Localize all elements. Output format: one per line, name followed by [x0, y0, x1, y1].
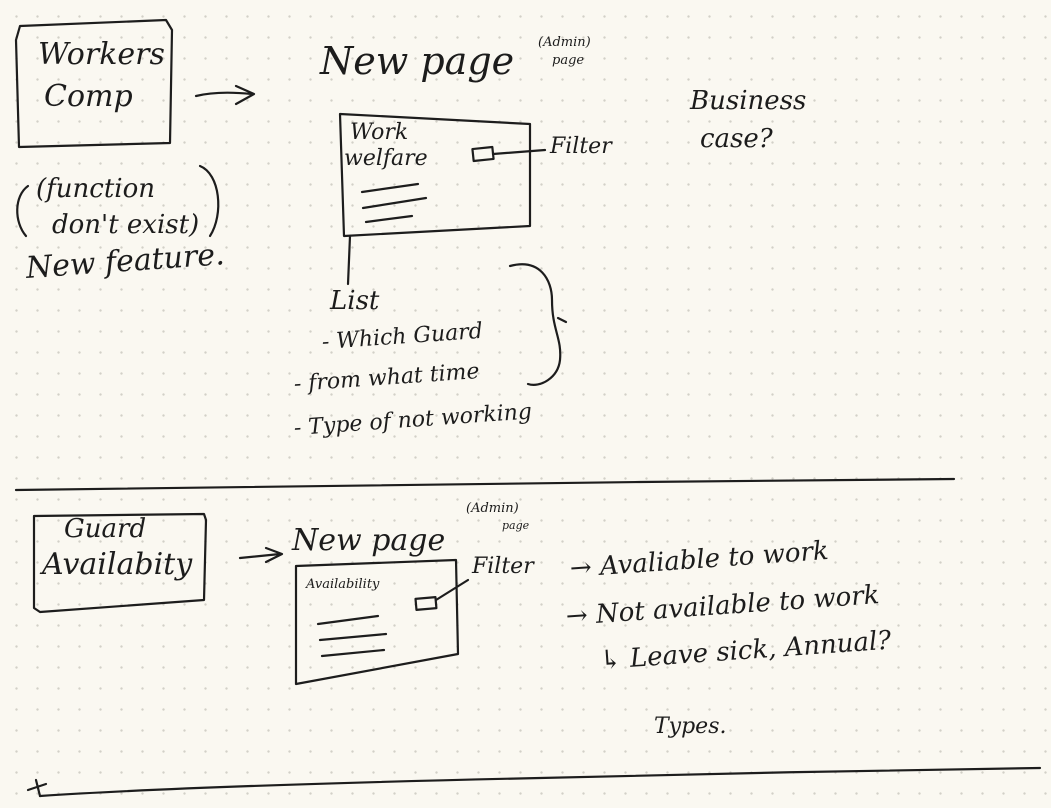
bottom-divider	[38, 766, 1042, 798]
guard-label-1: Guard	[64, 514, 147, 544]
business-case-line-1: Business	[690, 86, 807, 116]
work-welfare-card	[338, 112, 532, 238]
section1-heading-note-2: page	[552, 53, 585, 68]
note-paren-line-2: don't exist)	[52, 210, 200, 240]
filter-leader-2	[434, 578, 470, 602]
filter-label-2: Filter	[472, 554, 534, 579]
section1-heading-note-1: (Admin)	[538, 35, 591, 50]
bracket-tick	[556, 316, 568, 324]
mock-title-line-2: welfare	[344, 146, 428, 171]
business-case-line-2: case?	[700, 124, 773, 154]
list-leader	[346, 234, 352, 286]
section2-heading-note-1: (Admin)	[466, 501, 519, 516]
workers-comp-box	[14, 18, 174, 149]
bottom-scribble	[26, 778, 48, 798]
card-content-lines	[360, 182, 428, 224]
section2-heading-note-2: page	[502, 519, 530, 532]
mock-title-line-1: Work	[350, 120, 409, 145]
availability-mock-title: Availability	[306, 577, 380, 592]
section-divider	[14, 477, 956, 492]
list-bracket	[508, 263, 562, 386]
guard-availability-box	[32, 512, 208, 614]
filter-leader	[491, 148, 547, 156]
option-types-note: Types.	[654, 714, 727, 739]
guard-label-2: Availabity	[42, 547, 193, 582]
paren-open	[16, 184, 30, 238]
arrow-right-icon	[194, 84, 256, 106]
list-title: List	[330, 286, 380, 316]
filter-box-2	[414, 596, 438, 611]
section1-heading: New page	[320, 39, 515, 83]
paren-close	[198, 164, 220, 238]
note-paren-line-1: (function	[36, 174, 155, 204]
arrow-right-icon-2	[238, 546, 284, 564]
workers-comp-label-1: Workers	[38, 37, 165, 72]
workers-comp-label-2: Comp	[44, 79, 133, 114]
availability-content-lines	[316, 614, 388, 658]
availability-card	[294, 558, 460, 686]
section2-heading: New page	[292, 523, 446, 558]
filter-box	[471, 145, 495, 163]
filter-label: Filter	[550, 134, 612, 159]
